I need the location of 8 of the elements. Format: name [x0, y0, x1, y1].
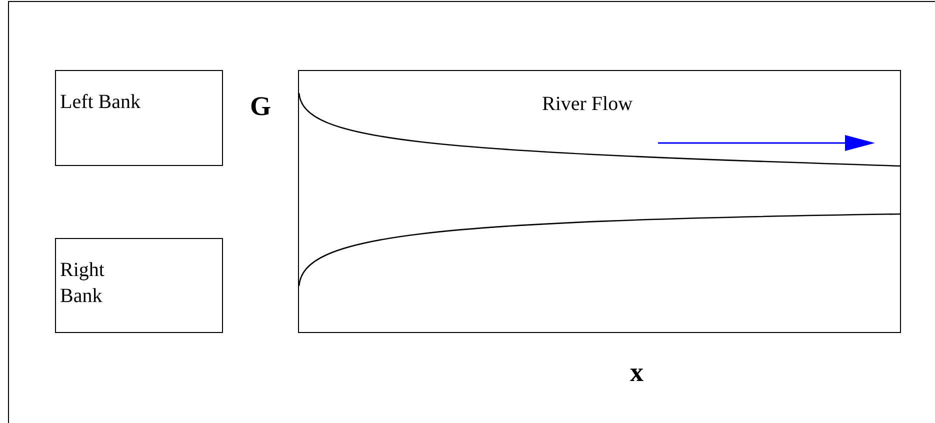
bank-label: Right Bank — [60, 258, 106, 309]
bank-box — [55, 238, 223, 333]
flow-label: River Flow — [542, 92, 634, 117]
bank-label: Left Bank — [60, 90, 142, 115]
river-plot-box — [298, 70, 901, 333]
axis-label: x — [630, 357, 644, 388]
axis-label: G — [250, 91, 272, 122]
bank-box — [55, 70, 223, 166]
